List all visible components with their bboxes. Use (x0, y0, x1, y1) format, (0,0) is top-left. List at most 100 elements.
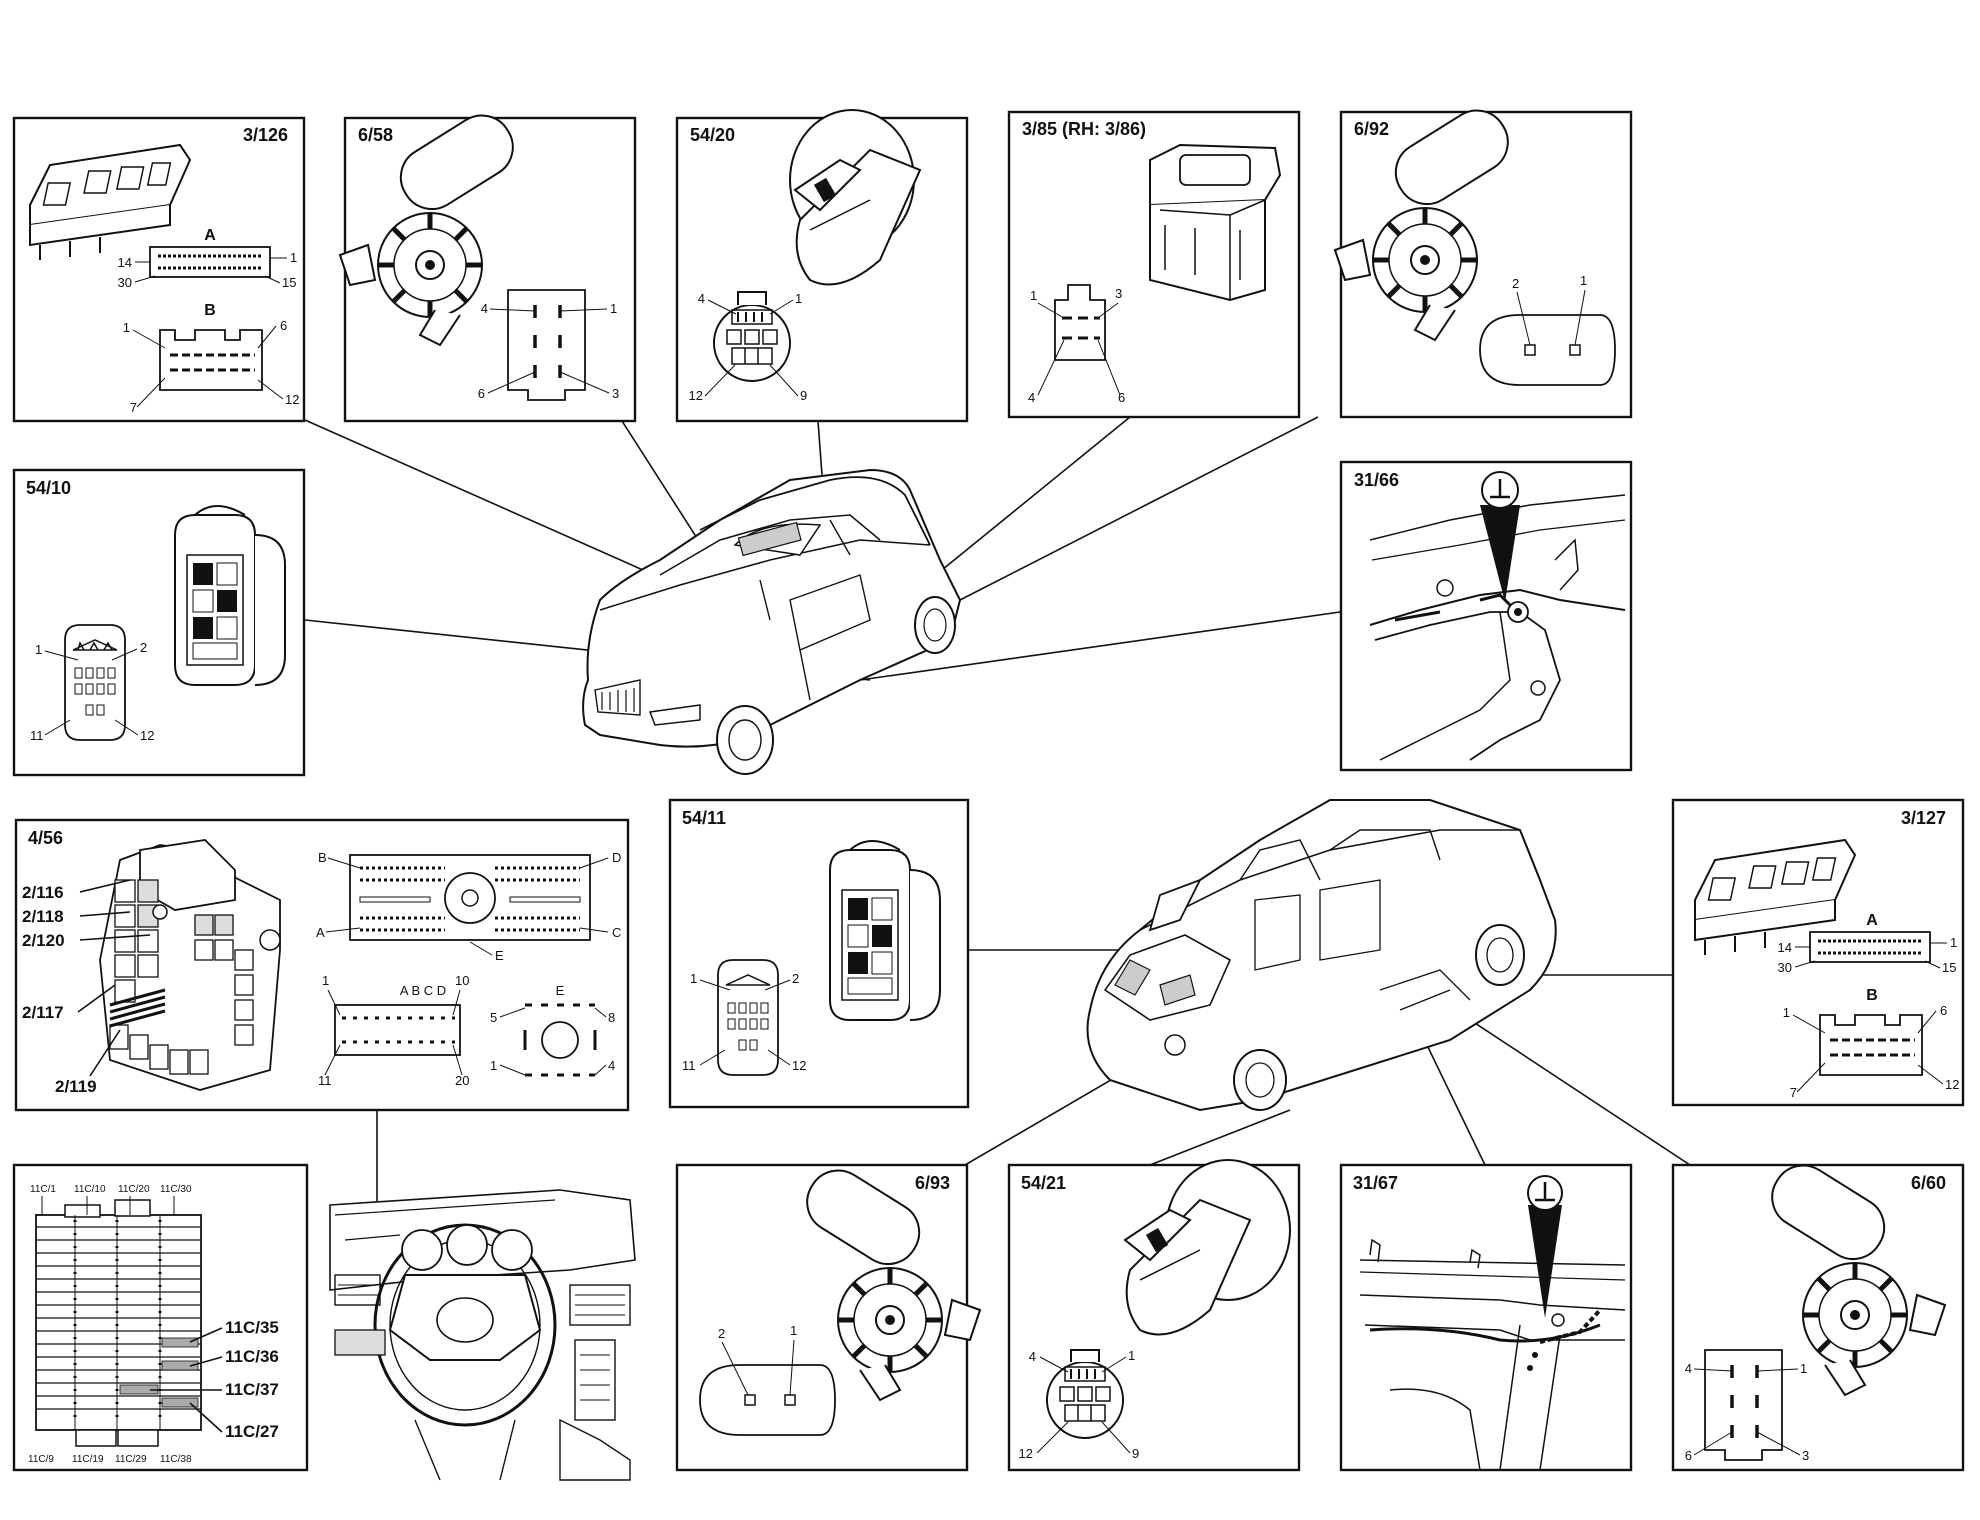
panel-title-3-127: 3/127 (1901, 808, 1946, 828)
module-connector-3-icon (519, 1003, 601, 1077)
connector-letter: E (495, 948, 504, 963)
pin-label: 6 (280, 318, 287, 333)
fuse-callout-label: 11C/35 (225, 1318, 279, 1337)
module-main-connector-icon (349, 854, 591, 941)
pin-label: 2 (140, 640, 147, 655)
connector-a-icon (149, 246, 271, 278)
connector-b-icon (159, 329, 263, 391)
panel-3-127: 3/127 A 14 1 30 15 B 1 6 7 12 (1671, 798, 1965, 1107)
pin-label: 1 (1580, 273, 1587, 288)
fuse-position-label: 11C/19 (72, 1454, 104, 1465)
pin-label: 9 (1132, 1446, 1139, 1461)
pin-label: 30 (1778, 960, 1792, 975)
fuse-callout-label: 11C/36 (225, 1347, 279, 1366)
connector-a-label: A (204, 227, 216, 244)
fuse-position-label: 11C/38 (160, 1454, 192, 1465)
pin-label: 2 (1512, 276, 1519, 291)
pin-label: 6 (1118, 390, 1125, 405)
connector-letter: A (316, 925, 325, 940)
panel-title-31-66: 31/66 (1354, 470, 1399, 490)
pin-label: 11 (682, 1058, 696, 1073)
fuse-position-label: 11C/10 (74, 1184, 106, 1195)
bulb-holder-icon (789, 109, 922, 286)
fuse-position-label: 11C/1 (30, 1184, 56, 1195)
pin-label: 1 (610, 301, 617, 316)
panel-54-10: 54/10 1 2 11 12 (12, 468, 306, 777)
panel-title-31-67: 31/67 (1353, 1173, 1398, 1193)
fuse-callout-label: 11C/37 (225, 1380, 279, 1399)
pin-label: 3 (1115, 286, 1122, 301)
fuse-callout-label: 11C/27 (225, 1422, 279, 1441)
pin-label: 1 (790, 1323, 797, 1338)
pin-label: 1 (690, 971, 697, 986)
pin-label: 12 (1019, 1446, 1033, 1461)
pin-label: 6 (1940, 1003, 1947, 1018)
connector-letter: C (612, 925, 621, 940)
pin-label: 1 (1030, 288, 1037, 303)
module-connector-icon (717, 959, 779, 1076)
pin-label: 12 (1945, 1077, 1959, 1092)
pin-label: 4 (1028, 390, 1035, 405)
relay-label: 2/118 (22, 907, 64, 926)
panel-title-3-85: 3/85 (RH: 3/86) (1022, 119, 1146, 139)
connector-letter: D (612, 850, 621, 865)
ground-point-illustration (1369, 471, 1626, 761)
pin-label: 1 (1950, 935, 1957, 950)
panel-title-6-60: 6/60 (1911, 1173, 1946, 1193)
panel-4-56: 4/56 (14, 818, 630, 1112)
dashboard-illustration (329, 1189, 636, 1481)
relay-label: 2/119 (55, 1077, 97, 1096)
fuse-block-icon (35, 1199, 202, 1447)
fuse-position-label: 11C/9 (28, 1454, 54, 1465)
pin-label: 7 (1790, 1085, 1797, 1100)
pin-label: 1 (35, 642, 42, 657)
connector-a-label: A (1866, 912, 1878, 929)
bulb-holder-icon (1123, 1159, 1291, 1336)
single-window-switch-icon (1149, 143, 1282, 302)
pin-label: 6 (478, 386, 485, 401)
pin-label: 2 (792, 971, 799, 986)
pin-label: 9 (800, 388, 807, 403)
central-electronic-module-icon (99, 839, 281, 1091)
car-rear-illustration (1086, 799, 1557, 1112)
panel-title-54-11: 54/11 (682, 808, 726, 828)
socket-connector-icon (713, 291, 791, 382)
pin-label: 14 (118, 255, 132, 270)
pin-label: 11 (318, 1073, 332, 1088)
pin-label: 4 (608, 1058, 615, 1073)
connector-a-icon (1809, 931, 1931, 963)
panel-title-6-92: 6/92 (1354, 119, 1389, 139)
pin-label: 10 (455, 973, 469, 988)
panel-31-67: 31/67 (1339, 1163, 1633, 1472)
panel-31-66: 31/66 (1339, 460, 1633, 772)
socket-connector-icon (1046, 1349, 1124, 1439)
pin-label: 5 (490, 1010, 497, 1025)
pin-label: 12 (792, 1058, 806, 1073)
connector-b-label: B (1866, 987, 1878, 1004)
connector-letter: B (318, 850, 327, 865)
panel-title-54-21: 54/21 (1021, 1173, 1066, 1193)
panel-11c-fusebox: 11C/1 11C/10 11C/20 11C/30 11C/9 11C/19 … (12, 1163, 309, 1472)
connector-b-icon (1819, 1014, 1923, 1076)
pin-label: 4 (1685, 1361, 1692, 1376)
panel-54-20: 54/20 4 1 12 9 (675, 109, 969, 423)
panel-6-92: 6/92 2 1 (1335, 99, 1633, 419)
pin-label: 7 (130, 400, 137, 415)
pin-label: 1 (290, 250, 297, 265)
connector-header: E (556, 983, 565, 998)
switch-connector-icon (1054, 284, 1106, 361)
panel-3-126: 3/126 A 14 1 30 15 B 1 6 7 12 (12, 116, 306, 423)
fuse-position-label: 11C/29 (115, 1454, 147, 1465)
relay-label: 2/117 (22, 1003, 64, 1022)
pin-label: 3 (1802, 1448, 1809, 1463)
pin-label: 1 (1128, 1348, 1135, 1363)
pin-label: 15 (282, 275, 296, 290)
pin-label: 4 (481, 301, 488, 316)
motor-connector-icon (1704, 1349, 1783, 1461)
pin-label: 1 (1783, 1005, 1790, 1020)
relay-label: 2/116 (22, 883, 64, 902)
panel-title-6-93: 6/93 (915, 1173, 950, 1193)
motor-connector-icon (507, 289, 586, 401)
pin-label: 1 (1800, 1361, 1807, 1376)
pin-label: 30 (118, 275, 132, 290)
